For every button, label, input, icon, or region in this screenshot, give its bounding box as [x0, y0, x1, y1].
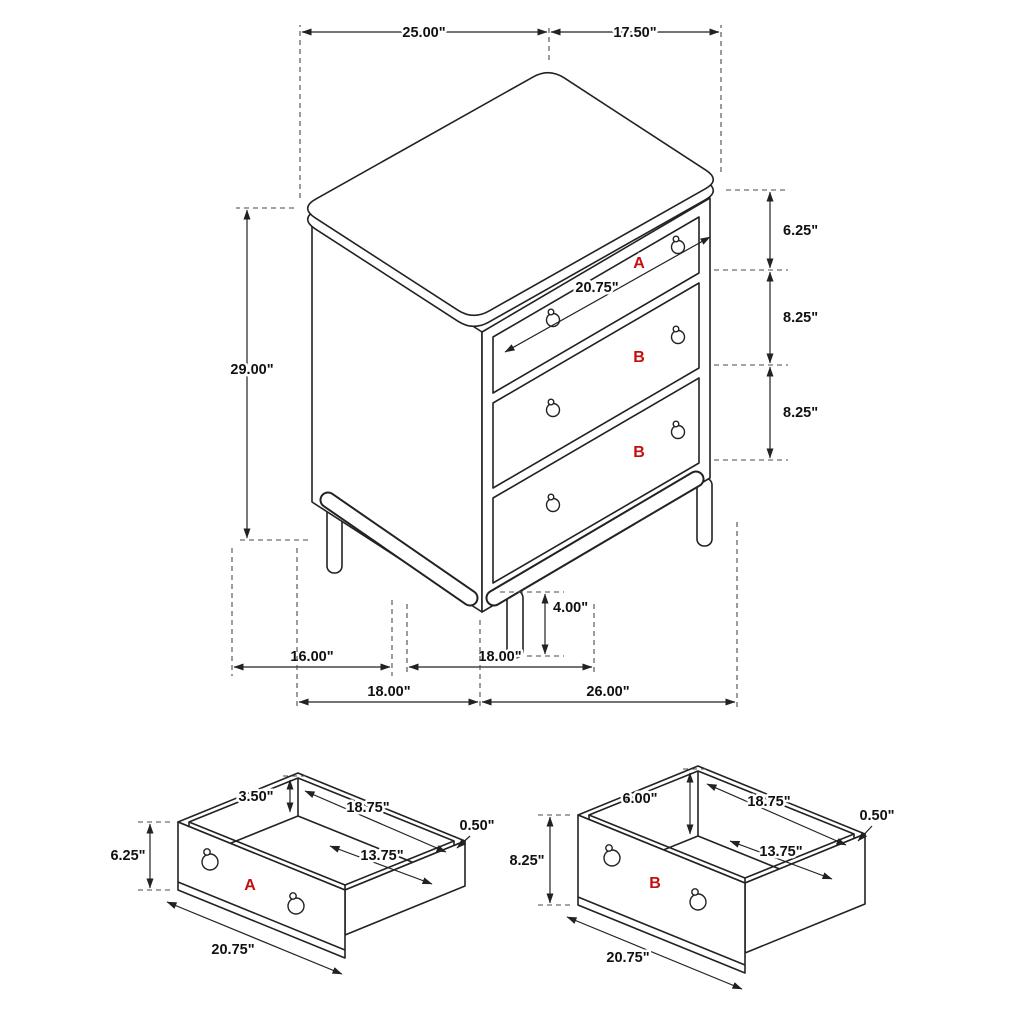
base-rail-side-fill: [321, 493, 477, 605]
dim-b-inner-height: 6.00": [622, 791, 657, 807]
dim-top-depth: 17.50": [613, 25, 656, 41]
dim-line-a-inner-width: [329, 845, 433, 885]
dim-leg-spacing-front: 18.00": [478, 649, 521, 665]
dim-a-front-height: 6.25": [110, 848, 145, 864]
dim-b-inner-width: 13.75": [759, 844, 802, 860]
dim-leg-height: 4.00": [553, 600, 588, 616]
dim-leg-spacing-side: 16.00": [290, 649, 333, 665]
drawer-a-detail-label: A: [244, 877, 256, 894]
drawer-a-detail: A 6.25" 3.50" 18.75" 0.50" 13.75" 20.75": [108, 772, 497, 975]
drawer-b-detail-label: B: [649, 875, 661, 892]
dim-line-a-front-width: [166, 901, 343, 975]
drawer-b-detail-knob-right-cap-icon: [691, 888, 699, 896]
drawer-b1-label: B: [633, 349, 645, 366]
drawer-a-knob-right: [670, 239, 686, 255]
drawer-b2-front: [492, 377, 700, 584]
dim-leader-a-thickness: [456, 835, 471, 849]
dim-b-front-height: 8.25": [509, 853, 544, 869]
drawer-b-detail: B 8.25" 6.00" 18.75" 0.50" 13.75" 20.75": [507, 765, 897, 990]
chest-top: [306, 71, 715, 317]
dim-drawer-b1-height: 8.25": [783, 310, 818, 326]
drawer-a-knob-right-cap-icon: [672, 235, 680, 243]
drawer-a-knob-left-cap-icon: [547, 308, 555, 316]
dim-b-inner-length: 18.75": [747, 794, 790, 810]
main-view: 25.00" 17.50" 29.00" 6.25" 8.25" 8.25" 2…: [228, 23, 821, 710]
drawer-b-detail-knob-left-cap-icon: [605, 844, 613, 852]
dim-overall-height: 29.00": [230, 362, 273, 378]
dim-b-front-width: 20.75": [606, 950, 649, 966]
drawer-b-detail-knob-right: [689, 893, 707, 911]
drawer-b1-knob-left: [545, 402, 561, 418]
drawer-b2-knob-right: [670, 424, 686, 440]
dim-a-inner-height: 3.50": [238, 789, 273, 805]
dim-a-thickness: 0.50": [459, 818, 494, 834]
dim-a-front-width: 20.75": [211, 942, 254, 958]
dim-base-depth: 18.00": [367, 684, 410, 700]
dim-leader-b-thickness: [857, 825, 873, 842]
dim-top-width: 25.00": [402, 25, 445, 41]
drawer-a-detail-knob-left-cap-icon: [203, 848, 211, 856]
drawer-b2-label: B: [633, 444, 645, 461]
dim-a-inner-length: 18.75": [346, 800, 389, 816]
dim-drawer-a-height: 6.25": [783, 223, 818, 239]
dim-base-width: 26.00": [586, 684, 629, 700]
dim-line-b-inner-length: [706, 783, 847, 846]
chest-leg-front: [506, 589, 524, 659]
drawer-a-label: A: [633, 255, 645, 272]
base-rail-front-fill: [487, 472, 703, 605]
drawer-b2-knob-left-cap-icon: [547, 493, 555, 501]
dim-drawer-b2-height: 8.25": [783, 405, 818, 421]
dim-drawer-front-width: 20.75": [575, 280, 618, 296]
dim-a-inner-width: 13.75": [360, 848, 403, 864]
chest-dimensions: 25.00" 17.50" 29.00" 6.25" 8.25" 8.25" 2…: [228, 23, 821, 710]
dim-line-b-front-width: [566, 916, 743, 990]
dim-line-drawer-front-width: [504, 236, 711, 353]
drawer-b2-knob-right-cap-icon: [672, 420, 680, 428]
dim-b-thickness: 0.50": [859, 808, 894, 824]
drawer-b2-knob-left: [545, 497, 561, 513]
drawer-a-detail-knob-right-cap-icon: [289, 892, 297, 900]
chest-body: [306, 71, 715, 659]
drawer-b1-knob-left-cap-icon: [547, 398, 555, 406]
drawer-a-detail-knob-left: [201, 853, 219, 871]
chest-leg-right: [696, 477, 713, 547]
drawer-a-detail-knob-right: [287, 897, 305, 915]
drawer-b1-knob-right: [670, 329, 686, 345]
dim-line-a-inner-length: [304, 790, 447, 853]
drawer-b-detail-knob-left: [603, 849, 621, 867]
drawer-b1-knob-right-cap-icon: [672, 325, 680, 333]
dim-line-b-inner-width: [729, 840, 833, 880]
